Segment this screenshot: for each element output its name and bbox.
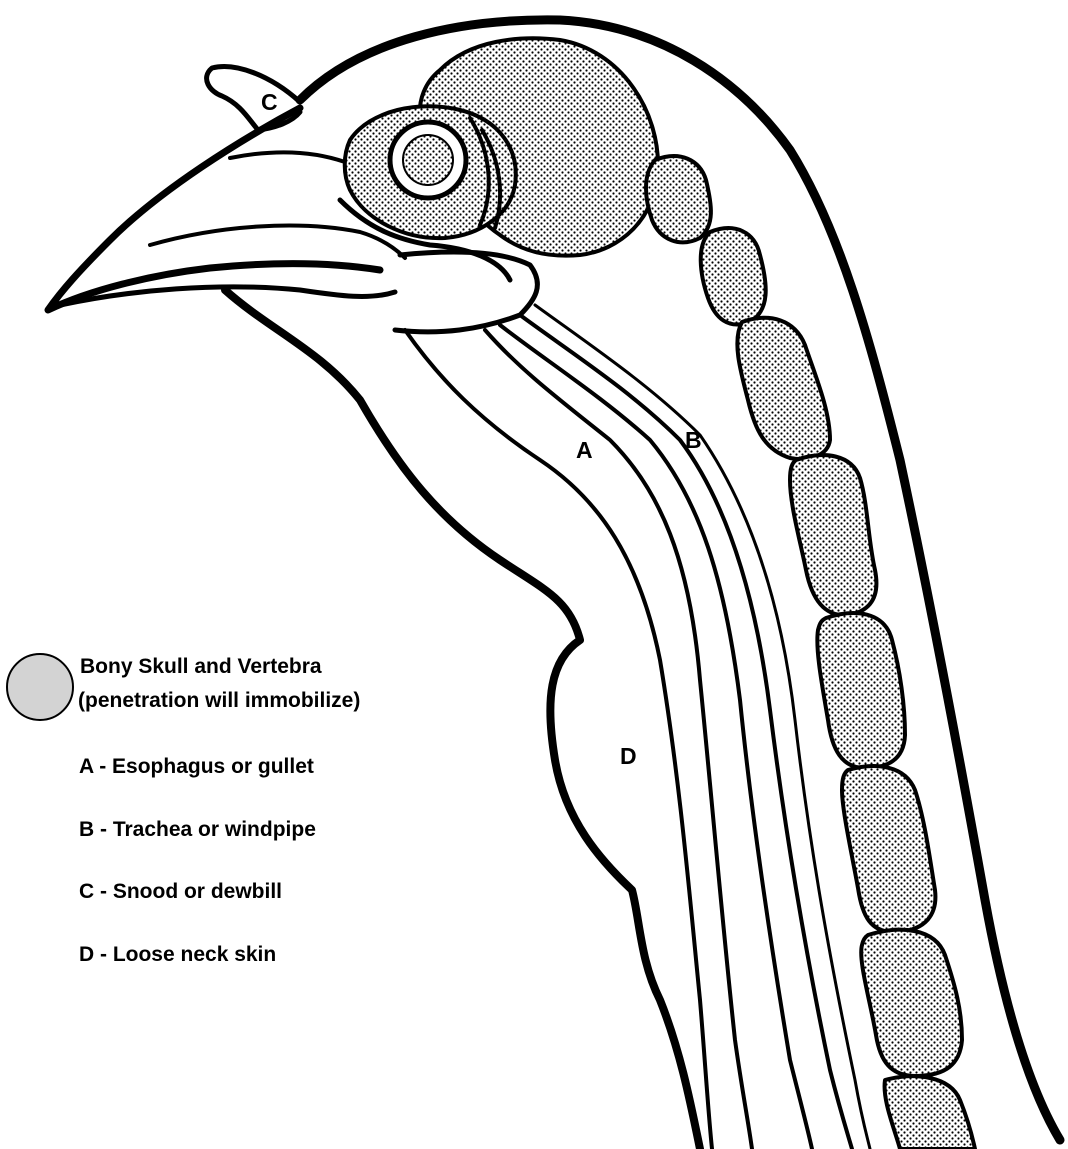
vertebra-5 — [817, 613, 905, 768]
legend-item-a: A - Esophagus or gullet — [79, 755, 314, 778]
legend-bone-swatch — [7, 654, 73, 720]
snood-shape — [207, 67, 300, 130]
vertebra-6 — [842, 766, 935, 932]
legend-item-b: B - Trachea or windpipe — [79, 818, 316, 841]
label-d: D — [620, 743, 637, 769]
label-c: C — [261, 89, 278, 115]
vertebra-7 — [861, 930, 962, 1076]
beak-inner-line — [150, 226, 405, 258]
jaw-outline — [395, 252, 537, 332]
neck-front-outline — [225, 290, 700, 1149]
beak-inner-line-2 — [230, 152, 345, 162]
label-b: B — [685, 427, 702, 453]
legend-bone-line2: (penetration will immobilize) — [78, 689, 360, 712]
label-a: A — [576, 437, 593, 463]
legend-bone-line1: Bony Skull and Vertebra — [80, 655, 322, 678]
legend-item-c: C - Snood or dewbill — [79, 880, 282, 903]
vertebra-4 — [790, 455, 876, 615]
beak-upper — [48, 108, 380, 310]
trachea-line-outer — [500, 325, 812, 1149]
legend: Bony Skull and Vertebra (penetration wil… — [7, 654, 360, 966]
vertebra-2 — [701, 228, 766, 324]
vertebra-3 — [737, 318, 830, 459]
legend-item-d: D - Loose neck skin — [79, 943, 276, 966]
eye-inner — [403, 135, 453, 185]
vertebra-1 — [646, 156, 711, 242]
vertebra-8 — [885, 1076, 975, 1149]
